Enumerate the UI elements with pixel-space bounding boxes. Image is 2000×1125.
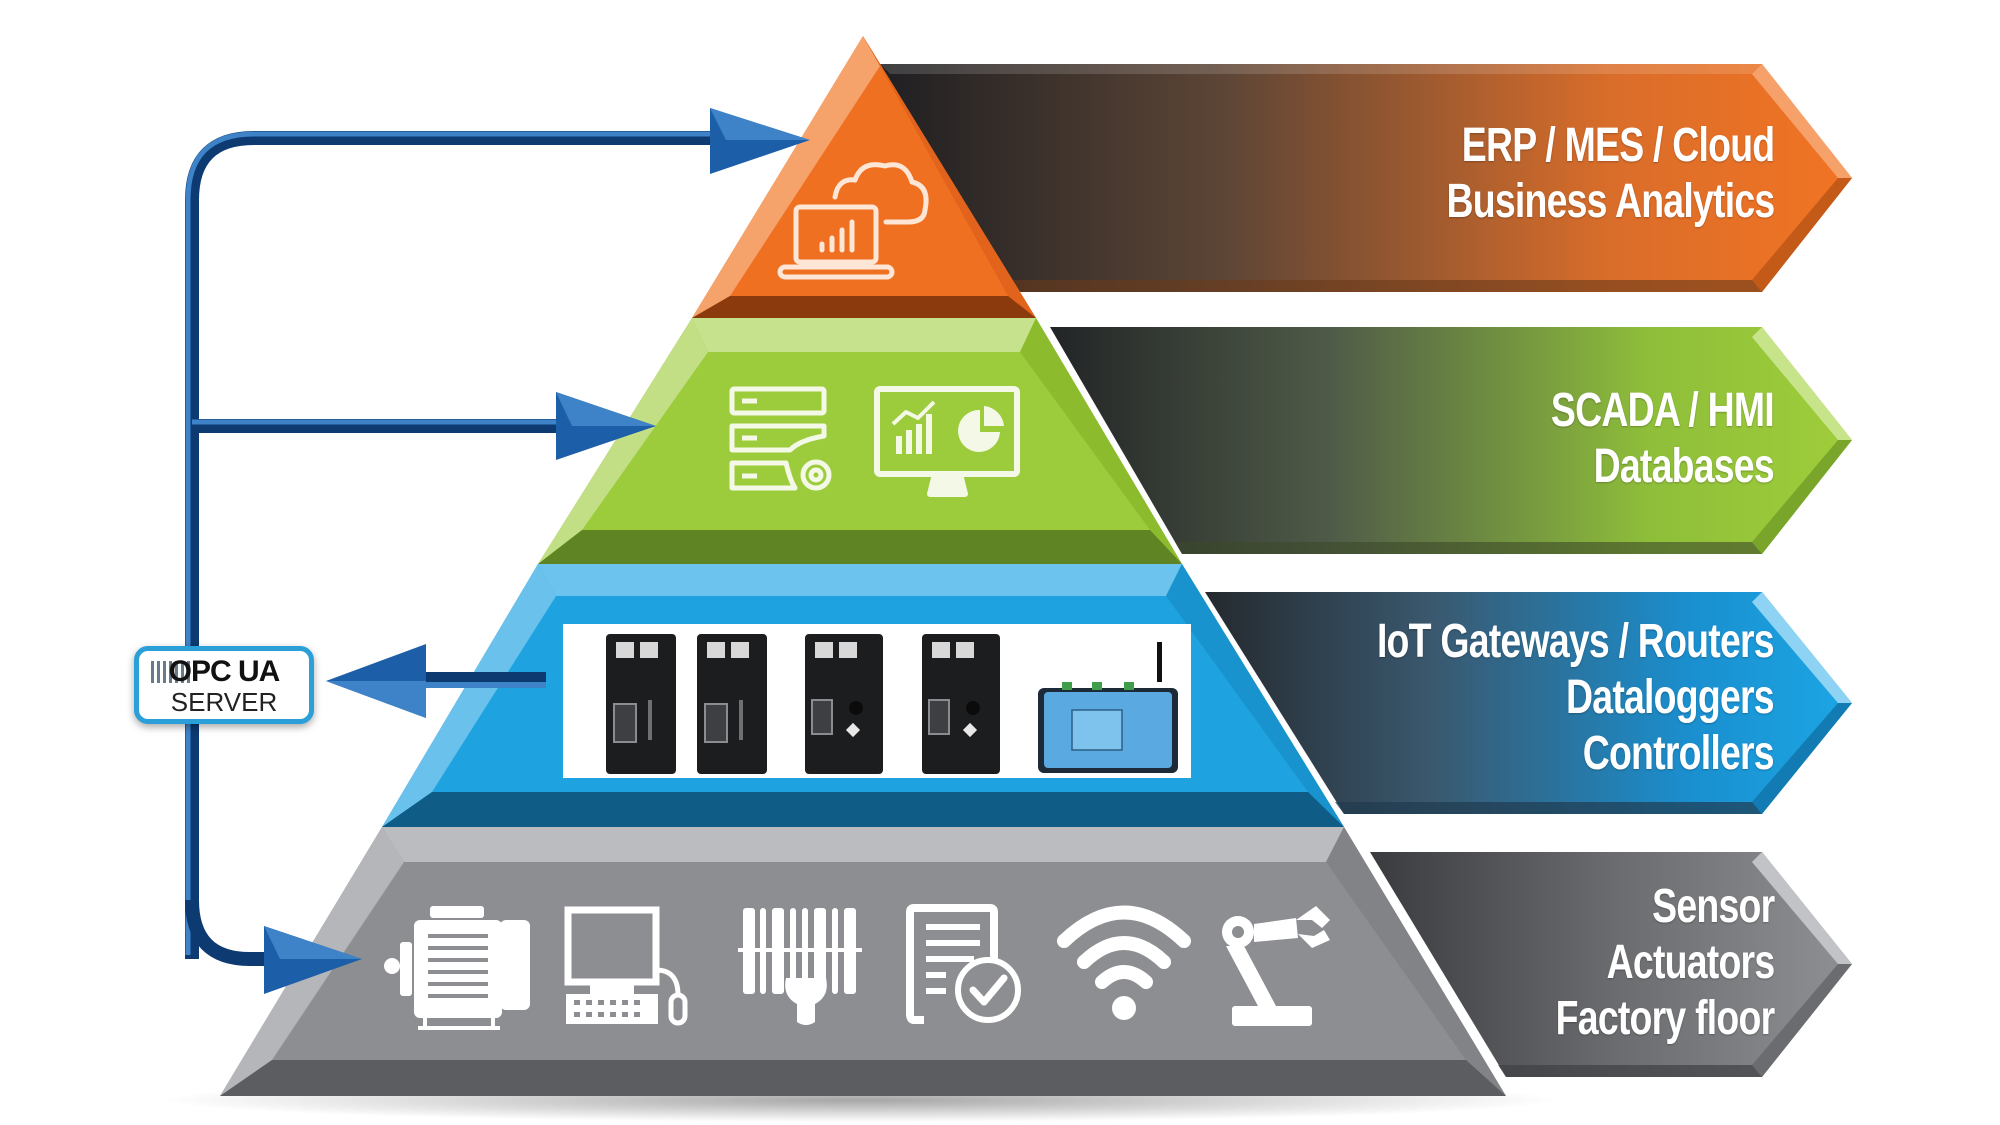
tier-field: [220, 827, 1506, 1096]
label-line: Actuators: [1606, 936, 1775, 989]
opc-logo-icon: [151, 661, 191, 683]
robot-arm-icon: [1222, 906, 1330, 1026]
label-line: Factory floor: [1555, 992, 1774, 1045]
din-rail-module-icon: [805, 634, 883, 774]
label-line: Sensor: [1651, 880, 1775, 933]
electric-motor-icon: [384, 906, 530, 1030]
opc-title: OPC UA: [168, 655, 281, 688]
band-enterprise: [880, 64, 1852, 292]
band-field: [1370, 852, 1852, 1077]
barcode-scanner-icon: [738, 908, 862, 1025]
arrow-to-field: [264, 926, 362, 994]
din-rail-module-icon: [697, 634, 767, 774]
tier-enterprise: [692, 36, 1036, 318]
label-line: Business Analytics: [1446, 175, 1775, 228]
label-field: Sensor Actuators Factory floor: [1555, 879, 1774, 1047]
label-supervisory: SCADA / HMI Databases: [1551, 383, 1775, 495]
opc-subtitle: SERVER: [170, 687, 278, 717]
tier-supervisory: [538, 318, 1182, 564]
label-line: SCADA / HMI: [1551, 384, 1775, 437]
laptop-chart-icon: [777, 204, 895, 280]
label-line: IoT Gateways / Routers: [1377, 615, 1775, 668]
band-control: [1205, 592, 1852, 814]
band-supervisory: [1050, 327, 1852, 554]
label-control: IoT Gateways / Routers Dataloggers Contr…: [1377, 614, 1775, 782]
server-settings-icon: [729, 386, 832, 491]
iot-gateway-icon: [1038, 642, 1178, 773]
cloud-icon: [832, 162, 929, 225]
din-rail-module-icon: [922, 634, 1000, 774]
monitor-dashboard-icon: [874, 386, 1020, 497]
computer-terminal-icon: [564, 906, 688, 1026]
checklist-document-icon: [906, 904, 1021, 1024]
arrow-to-supervisory: [556, 392, 656, 460]
arrow-to-opc-server: [326, 644, 546, 718]
opc-ua-server-badge: OPC UA SERVER: [134, 646, 314, 724]
arrow-to-enterprise: [710, 108, 810, 174]
label-line: Dataloggers: [1566, 671, 1775, 724]
din-rail-module-icon: [606, 634, 676, 774]
label-line: Databases: [1593, 440, 1775, 493]
connector-line: [185, 131, 718, 966]
wifi-icon: [1057, 905, 1191, 1020]
label-line: ERP / MES / Cloud: [1461, 119, 1774, 172]
label-line: Controllers: [1582, 727, 1775, 780]
label-enterprise: ERP / MES / Cloud Business Analytics: [1446, 118, 1775, 230]
